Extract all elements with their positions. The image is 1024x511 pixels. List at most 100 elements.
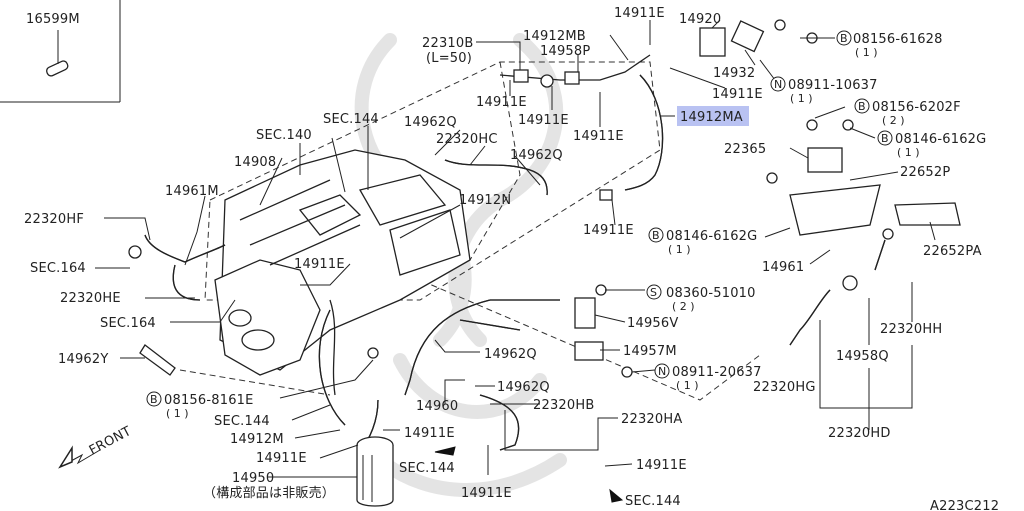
label-22320hg[interactable]: 22320HG [753,380,816,395]
front-label: FRONT [87,424,134,459]
label-14920[interactable]: 14920 [679,12,721,27]
label-14962y[interactable]: 14962Y [58,352,109,367]
label-14950[interactable]: 14950 [232,471,274,486]
highlight-box [677,106,749,126]
label-22310b[interactable]: 22310B [422,36,473,51]
label-sec144-b[interactable]: SEC.144 [214,414,270,429]
label-14911e-b[interactable]: 14911E [518,113,569,128]
label-sec164-b[interactable]: SEC.164 [100,316,156,331]
nut-n-icon [770,76,786,92]
label-14912mb[interactable]: 14912MB [523,29,586,44]
inset-part-label[interactable]: 16599M [26,12,80,27]
label-22320hh[interactable]: 22320HH [880,322,942,337]
label-08911-10637-qty: ( 1 ) [790,92,813,105]
direction-arrows [58,445,624,503]
label-22320hb[interactable]: 22320HB [533,398,594,413]
label-14911e-top[interactable]: 14911E [614,6,665,21]
label-14911e-c[interactable]: 14911E [573,129,624,144]
label-08146-6162g-b-qty: ( 1 ) [668,243,691,256]
screw-s-icon [646,284,662,300]
labels: 22310B (L=50) 14912MB 14958P 14911E 1492… [24,6,999,511]
label-sec144-a[interactable]: SEC.144 [323,112,379,127]
label-14932[interactable]: 14932 [713,66,755,81]
label-14960[interactable]: 14960 [416,399,458,414]
valve-14956v [574,297,596,329]
label-08911-20637-qty: ( 1 ) [676,379,699,392]
nut-n-icon-2 [654,363,670,379]
engine-body [214,149,471,396]
label-sec144-d[interactable]: SEC.144 [625,494,681,509]
label-14958p[interactable]: 14958P [540,44,590,59]
label-14912ma[interactable]: 14912MA [680,110,743,125]
leader-lines [57,19,936,478]
label-08156-61628[interactable]: 08156-61628 [853,32,943,47]
label-08156-61628-qty: ( 1 ) [855,46,878,59]
label-sec164-a[interactable]: SEC.164 [30,261,86,276]
label-08360-51010[interactable]: 08360-51010 [666,286,756,301]
label-22320he[interactable]: 22320HE [60,291,121,306]
label-14962q-b[interactable]: 14962Q [510,148,563,163]
label-14911e-h[interactable]: 14911E [256,451,307,466]
label-08146-6162g-a-qty: ( 1 ) [897,146,920,159]
label-22320hc[interactable]: 22320HC [436,132,498,147]
label-14912n[interactable]: 14912N [459,193,511,208]
bolt-b-letter-3: B [881,132,889,145]
label-14962q-d[interactable]: 14962Q [497,380,550,395]
label-22320hf[interactable]: 22320HF [24,212,84,227]
label-08156-6202f[interactable]: 08156-6202F [872,100,961,115]
front-arrow-icon [58,445,73,469]
nut-n-letter-2: N [658,365,666,378]
diagram-id: A223C212 [930,499,999,511]
label-08911-20637[interactable]: 08911-20637 [672,365,762,380]
label-14908[interactable]: 14908 [234,155,276,170]
note-not-sold: （構成部品は非販売） [203,485,335,501]
label-08146-6162g-b[interactable]: 08146-6162G [666,229,757,244]
bolt-b-icon-3 [877,130,893,146]
label-14957m[interactable]: 14957M [623,344,677,359]
label-22365[interactable]: 22365 [724,142,766,157]
label-14911e-g[interactable]: 14911E [404,426,455,441]
label-14911e-a[interactable]: 14911E [476,95,527,110]
bolt-b-icon-4 [648,227,664,243]
bolt-b-letter-5: B [150,393,158,406]
label-sec144-c[interactable]: SEC.144 [399,461,455,476]
label-14956v[interactable]: 14956V [627,316,678,331]
label-08146-6162g-a[interactable]: 08146-6162G [895,132,986,147]
label-08360-51010-qty: ( 2 ) [672,300,695,313]
plug-part [46,60,69,77]
screw-s-letter: S [650,286,657,299]
inset-box: 16599M [0,0,121,103]
bolt-b-letter: B [840,32,848,45]
label-14911e-f[interactable]: 14911E [294,257,345,272]
label-14911e-d[interactable]: 14911E [712,87,763,102]
label-08156-8161e[interactable]: 08156-8161E [164,393,254,408]
label-08156-6202f-qty: ( 2 ) [882,114,905,127]
canister-part [356,436,394,507]
hose-lines [144,54,886,451]
label-22652pa[interactable]: 22652PA [923,244,982,259]
label-22320ha[interactable]: 22320HA [621,412,682,427]
label-08911-10637[interactable]: 08911-10637 [788,78,878,93]
label-22310b-length: (L=50) [426,51,472,66]
label-14911e-e[interactable]: 14911E [583,223,634,238]
label-sec140[interactable]: SEC.140 [256,128,312,143]
label-14911e-i[interactable]: 14911E [636,458,687,473]
label-22320hd[interactable]: 22320HD [828,426,891,441]
sec144-arrow-icon [434,446,456,456]
label-14911e-j[interactable]: 14911E [461,486,512,501]
label-08156-8161e-qty: ( 1 ) [166,407,189,420]
nut-n-letter: N [774,78,782,91]
label-14961m[interactable]: 14961M [165,184,219,199]
bolt-b-letter-4: B [652,229,660,242]
label-14958q[interactable]: 14958Q [836,349,889,364]
label-14961[interactable]: 14961 [762,260,804,275]
label-14912m[interactable]: 14912M [230,432,284,447]
bolt-b-letter-2: B [858,100,866,113]
label-14962q-a[interactable]: 14962Q [404,115,457,130]
bolt-b-icon-2 [854,98,870,114]
valve-14920 [699,27,726,57]
bolt-b-icon-5 [146,391,162,407]
label-14962q-c[interactable]: 14962Q [484,347,537,362]
label-22652p[interactable]: 22652P [900,165,950,180]
